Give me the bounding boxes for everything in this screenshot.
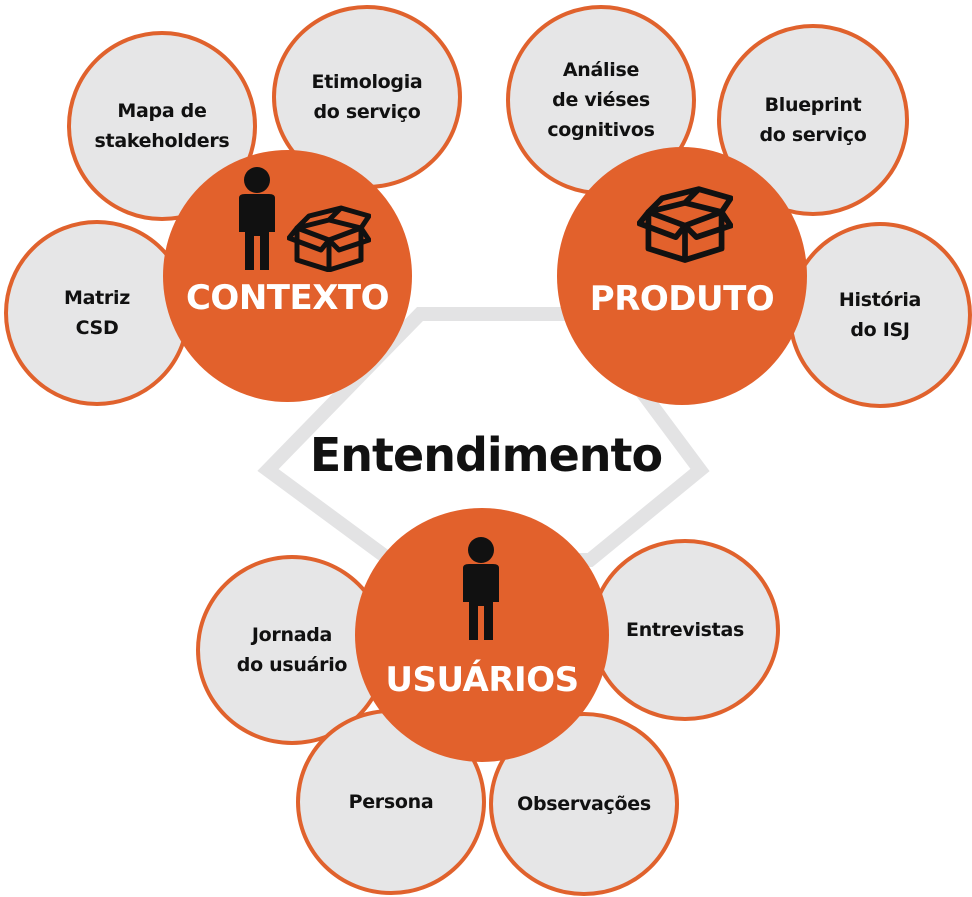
hub-label: PRODUTO xyxy=(589,279,775,319)
satellite-label: Observações xyxy=(517,793,651,815)
satellite-historia-do-isj: História do ISJ xyxy=(788,222,972,408)
person-icon xyxy=(239,167,275,270)
hub-usuarios: USUÁRIOS xyxy=(355,508,609,762)
satellite-label: Persona xyxy=(348,791,434,813)
satellite-label: Mapa de stakeholders xyxy=(94,100,230,152)
hub-produto: PRODUTO xyxy=(557,147,807,405)
hub-label: USUÁRIOS xyxy=(385,660,579,700)
satellite-label: Matriz CSD xyxy=(64,287,130,339)
hub-label: CONTEXTO xyxy=(185,278,390,318)
satellite-entrevistas: Entrevistas xyxy=(590,539,780,721)
hub-contexto: CONTEXTO xyxy=(163,150,412,402)
satellite-label: História do ISJ xyxy=(838,289,922,341)
satellite-analise-de-vieses: Análise de viéses cognitivos xyxy=(506,5,696,195)
person-icon xyxy=(463,537,499,640)
satellite-label: Blueprint do serviço xyxy=(759,94,867,146)
box-icon xyxy=(287,205,371,272)
satellite-label: Jornada do usuário xyxy=(236,624,348,676)
center-title: Entendimento xyxy=(309,428,663,482)
satellite-label: Análise de viéses cognitivos xyxy=(547,59,655,141)
box-icon xyxy=(637,186,733,263)
satellite-label: Etimologia do serviço xyxy=(311,71,423,123)
satellite-label: Entrevistas xyxy=(626,619,744,641)
satellite-matriz-csd: Matriz CSD xyxy=(4,220,190,406)
